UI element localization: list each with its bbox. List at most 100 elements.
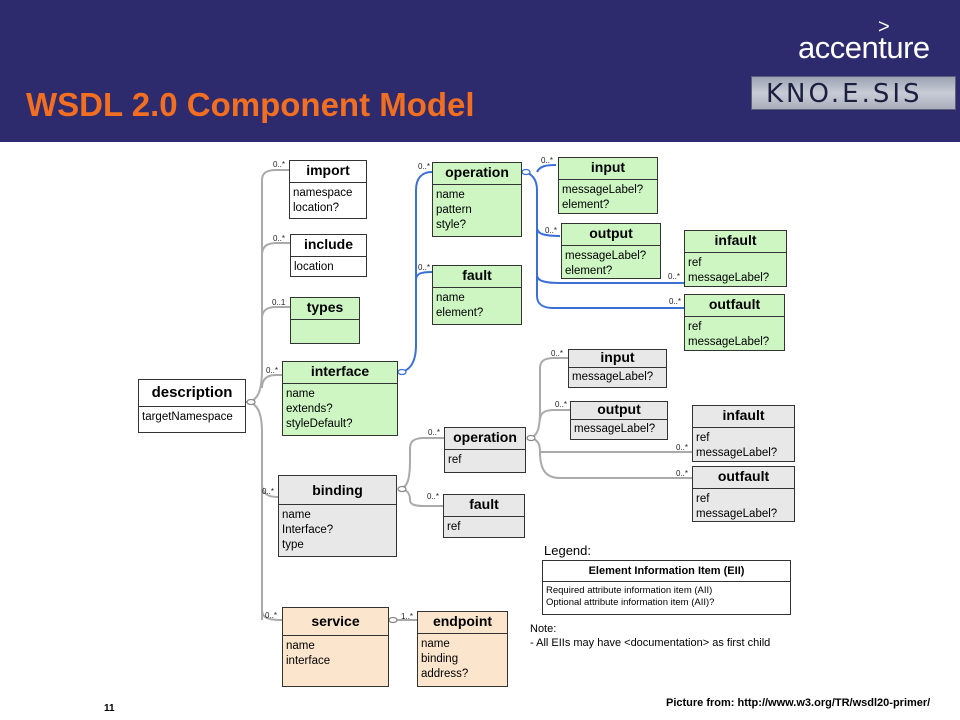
- iface-fault-title: fault: [433, 266, 521, 288]
- binding-box[interactable]: binding name Interface? type: [278, 475, 397, 557]
- note-label: Note:: [530, 623, 557, 635]
- mult-iface-outfault: 0..*: [669, 297, 682, 306]
- iface-infault-attr-2: messageLabel?: [688, 272, 770, 284]
- connector-interface: [261, 374, 282, 389]
- connector-bind-output: [539, 409, 570, 421]
- types-title: types: [291, 298, 359, 320]
- iface-outfault-box[interactable]: outfault ref messageLabel?: [684, 294, 785, 351]
- iface-operation-box[interactable]: operation name pattern style?: [432, 162, 522, 237]
- aggregation-diamond-description: [246, 398, 256, 406]
- endpoint-title: endpoint: [418, 612, 507, 634]
- note: Note: - All EIIs may have <documentation…: [530, 622, 770, 650]
- bind-operation-box[interactable]: operation ref: [444, 427, 526, 473]
- description-title: description: [139, 380, 245, 407]
- bind-outfault-attr-2: messageLabel?: [696, 508, 778, 520]
- mult-iface-output: 0..*: [545, 226, 558, 235]
- connector-bind-infault: [526, 437, 692, 453]
- include-box[interactable]: include location: [290, 234, 367, 277]
- description-attr-1: targetNamespace: [142, 411, 233, 423]
- page-number: 11: [104, 703, 115, 714]
- aggregation-diamond-bind-operation: [526, 434, 536, 442]
- import-attr-1: namespace: [293, 187, 353, 199]
- mult-binding: 0..*: [262, 487, 275, 496]
- bind-infault-attr-2: messageLabel?: [696, 447, 778, 459]
- include-title: include: [291, 235, 366, 257]
- bind-fault-box[interactable]: fault ref: [443, 494, 525, 538]
- connector-binding: [261, 483, 279, 498]
- bind-operation-attr-1: ref: [448, 454, 462, 466]
- mult-include: 0..*: [273, 234, 286, 243]
- iface-outfault-attr-2: messageLabel?: [688, 336, 770, 348]
- accenture-logo: > accenture: [798, 16, 943, 70]
- service-attr-1: name: [286, 640, 315, 652]
- endpoint-box[interactable]: endpoint name binding address?: [417, 611, 508, 687]
- legend-line-optional: Optional attribute information item (AII…: [546, 597, 715, 608]
- interface-attr-1: name: [286, 388, 315, 400]
- iface-input-attr-1: messageLabel?: [562, 184, 644, 196]
- image-credit: Picture from: http://www.w3.org/TR/wsdl2…: [666, 697, 931, 709]
- legend-box-title: Element Information Item (EII): [543, 561, 790, 582]
- description-box[interactable]: description targetNamespace: [138, 379, 246, 433]
- mult-import: 0..*: [273, 160, 286, 169]
- iface-input-attr-2: element?: [562, 199, 610, 211]
- bind-outfault-attr-1: ref: [696, 493, 710, 505]
- connector-service: [261, 609, 283, 621]
- bind-infault-box[interactable]: infault ref messageLabel?: [692, 405, 795, 462]
- iface-output-box[interactable]: output messageLabel? element?: [561, 223, 661, 279]
- interface-attr-3: styleDefault?: [286, 418, 353, 430]
- endpoint-attr-1: name: [421, 638, 450, 650]
- binding-attr-2: Interface?: [282, 524, 334, 536]
- bind-infault-title: infault: [693, 406, 794, 428]
- interface-box[interactable]: interface name extends? styleDefault?: [282, 361, 398, 436]
- connector-include: [261, 242, 290, 256]
- iface-fault-box[interactable]: fault name element?: [432, 265, 522, 325]
- connector-bind-outfault: [539, 451, 692, 479]
- connector-iface-operation: [397, 171, 433, 373]
- mult-bind-output: 0..*: [555, 400, 568, 409]
- iface-operation-attr-3: style?: [436, 219, 467, 231]
- bind-fault-title: fault: [444, 495, 524, 517]
- connector-iface-infault: [536, 274, 684, 284]
- legend-line-required: Required attribute information item (AII…: [546, 585, 713, 596]
- bind-input-box[interactable]: input messageLabel?: [568, 349, 667, 388]
- bind-output-box[interactable]: output messageLabel?: [570, 401, 668, 440]
- connector-iface-input: [536, 164, 557, 173]
- binding-attr-1: name: [282, 509, 311, 521]
- connector-import: [245, 169, 289, 403]
- service-attr-2: interface: [286, 655, 331, 667]
- import-box[interactable]: import namespace location?: [289, 160, 367, 219]
- binding-title: binding: [279, 476, 396, 505]
- bind-outfault-box[interactable]: outfault ref messageLabel?: [692, 466, 795, 522]
- aggregation-diamond-service: [388, 616, 398, 624]
- note-text: - All EIIs may have <documentation> as f…: [530, 637, 771, 649]
- types-box[interactable]: types: [290, 297, 360, 344]
- iface-infault-box[interactable]: infault ref messageLabel?: [684, 230, 787, 287]
- aggregation-diamond-interface: [397, 368, 407, 376]
- import-title: import: [290, 161, 366, 183]
- bind-input-title: input: [569, 350, 666, 368]
- mult-iface-fault: 0..*: [418, 263, 431, 272]
- connector-bind-operation: [397, 437, 444, 490]
- legend-label: Legend:: [544, 543, 591, 558]
- mult-bind-operation: 0..*: [428, 428, 441, 437]
- knoesis-wordmark: KNO.E.SIS: [766, 79, 923, 109]
- iface-operation-attr-1: name: [436, 189, 465, 201]
- mult-iface-input: 0..*: [541, 156, 554, 165]
- iface-output-title: output: [562, 224, 660, 246]
- aggregation-diamond-binding: [397, 485, 407, 493]
- bind-outfault-title: outfault: [693, 467, 794, 489]
- connector-iface-outfault: [521, 171, 684, 309]
- endpoint-attr-3: address?: [421, 668, 469, 680]
- iface-input-box[interactable]: input messageLabel? element?: [558, 157, 658, 214]
- mult-bind-input: 0..*: [551, 349, 564, 358]
- service-title: service: [283, 608, 388, 636]
- accenture-wordmark: accenture: [798, 30, 930, 65]
- import-attr-2: location?: [293, 202, 340, 214]
- mult-interface: 0..*: [266, 366, 279, 375]
- service-box[interactable]: service name interface: [282, 607, 389, 687]
- iface-operation-attr-2: pattern: [436, 204, 472, 216]
- slide-title: WSDL 2.0 Component Model: [26, 86, 475, 123]
- include-attr-1: location: [294, 261, 334, 273]
- endpoint-attr-2: binding: [421, 653, 459, 665]
